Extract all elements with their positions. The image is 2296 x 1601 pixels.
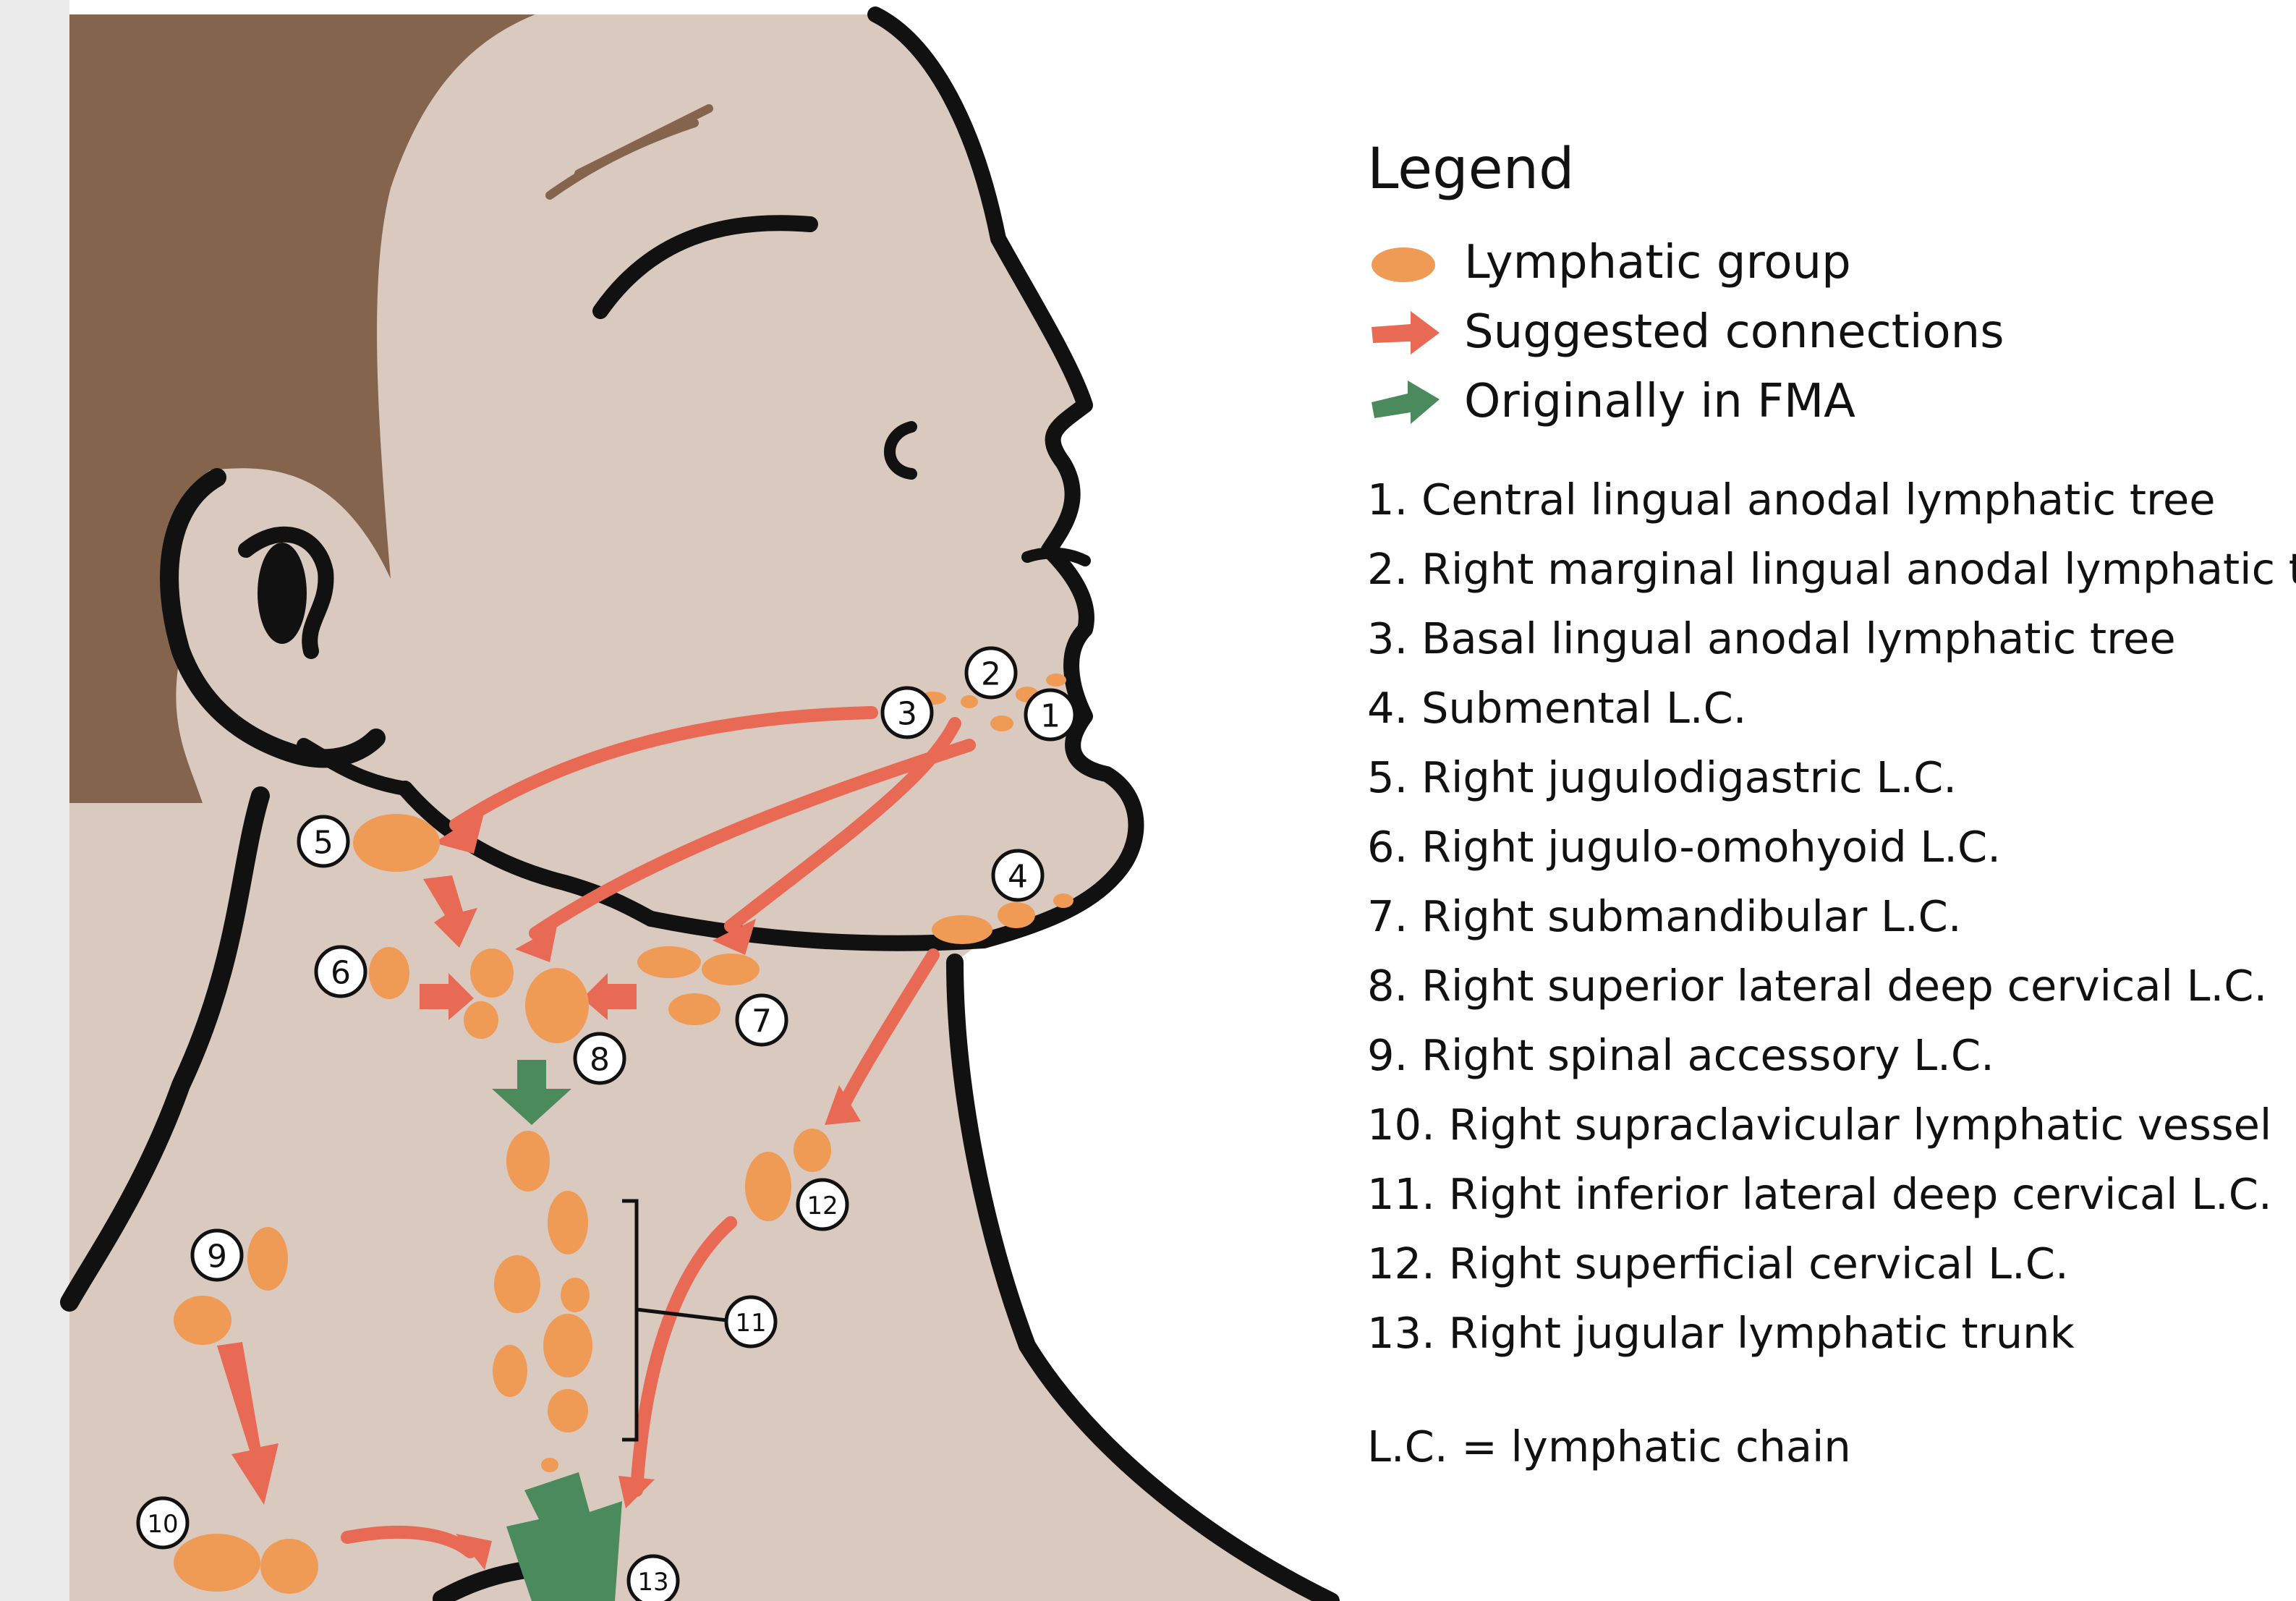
legend-footnote: L.C. = lymphatic chain bbox=[1367, 1422, 2279, 1472]
lymph-node-group-4 bbox=[932, 915, 992, 944]
label-number-5: 5 bbox=[313, 825, 333, 862]
lymph-node-group-11 bbox=[561, 1278, 590, 1312]
lymph-node-group-7 bbox=[702, 954, 760, 985]
lymph-node-group-6 bbox=[369, 947, 409, 999]
legend-entry: 10. Right supraclavicular lymphatic vess… bbox=[1367, 1090, 2279, 1160]
legend-key-label: Originally in FMA bbox=[1464, 375, 1855, 428]
lymph-node-group-10 bbox=[260, 1539, 318, 1594]
label-number-8: 8 bbox=[590, 1042, 610, 1079]
label-number-7: 7 bbox=[752, 1003, 772, 1040]
lymph-node-group-8 bbox=[525, 968, 589, 1043]
lymph-node-group-12 bbox=[745, 1152, 791, 1221]
lymph-node-group-7 bbox=[668, 993, 720, 1025]
lymph-node-group-11 bbox=[548, 1191, 588, 1254]
lymph-node-group-11 bbox=[506, 1131, 550, 1192]
label-number-3: 3 bbox=[897, 696, 917, 733]
legend-key-suggested-connections: Suggested connections bbox=[1367, 297, 2279, 367]
red-arrow-icon bbox=[1367, 307, 1447, 357]
legend-entry: 4. Submental L.C. bbox=[1367, 674, 2279, 743]
lymph-node-group-11 bbox=[543, 1314, 592, 1377]
legend-entry: 7. Right submandibular L.C. bbox=[1367, 882, 2279, 951]
lymph-node-group-11 bbox=[548, 1389, 588, 1432]
legend-entry: 5. Right jugulodigastric L.C. bbox=[1367, 743, 2279, 812]
lymph-node-group-1 bbox=[990, 715, 1013, 731]
lymph-node-group-9 bbox=[247, 1227, 288, 1291]
legend-key-label: Suggested connections bbox=[1464, 305, 2004, 359]
lymph-node-group-12 bbox=[794, 1129, 831, 1172]
legend-entry: 3. Basal lingual anodal lymphatic tree bbox=[1367, 604, 2279, 674]
label-number-10: 10 bbox=[147, 1510, 178, 1539]
legend-entry: 11. Right inferior lateral deep cervical… bbox=[1367, 1160, 2279, 1229]
legend-key-label: Lymphatic group bbox=[1464, 236, 1851, 289]
lymph-node-group-11 bbox=[494, 1255, 540, 1313]
lymph-node-group-2 bbox=[1046, 674, 1066, 687]
lymph-node-group-2 bbox=[961, 695, 978, 708]
legend-entry: 1. Central lingual anodal lymphatic tree bbox=[1367, 465, 2279, 535]
lymph-node-group-11 bbox=[541, 1458, 558, 1472]
label-number-1: 1 bbox=[1040, 698, 1060, 735]
ear-canal bbox=[258, 543, 307, 644]
legend-entries: 1. Central lingual anodal lymphatic tree… bbox=[1367, 465, 2279, 1368]
legend-entry: 8. Right superior lateral deep cervical … bbox=[1367, 951, 2279, 1021]
legend-entry: 12. Right superficial cervical L.C. bbox=[1367, 1229, 2279, 1299]
legend-entry: 9. Right spinal accessory L.C. bbox=[1367, 1021, 2279, 1090]
lymph-node-group-10 bbox=[174, 1534, 260, 1592]
label-number-6: 6 bbox=[331, 955, 351, 992]
label-number-12: 12 bbox=[807, 1192, 838, 1220]
green-arrow-icon bbox=[1367, 376, 1447, 427]
orange-oval-icon bbox=[1367, 237, 1447, 288]
legend-title: Legend bbox=[1367, 141, 2279, 198]
label-number-11: 11 bbox=[735, 1309, 766, 1338]
lymph-node-group-6 bbox=[464, 1001, 498, 1039]
legend-key-originally-in-fma: Originally in FMA bbox=[1367, 367, 2279, 436]
legend-entry: 6. Right jugulo-omohyoid L.C. bbox=[1367, 812, 2279, 882]
lymph-node-group-5 bbox=[353, 814, 440, 872]
legend-entry: 2. Right marginal lingual anodal lymphat… bbox=[1367, 535, 2279, 604]
legend-entry: 13. Right jugular lymphatic trunk bbox=[1367, 1299, 2279, 1368]
lymph-node-group-4 bbox=[1053, 893, 1073, 908]
label-number-13: 13 bbox=[637, 1568, 668, 1597]
lymph-node-group-7 bbox=[637, 946, 701, 978]
lymph-node-group-4 bbox=[998, 902, 1035, 928]
legend-key-lymphatic-group: Lymphatic group bbox=[1367, 228, 2279, 297]
lymph-node-group-6 bbox=[470, 948, 514, 998]
label-number-4: 4 bbox=[1008, 859, 1028, 896]
label-number-2: 2 bbox=[981, 656, 1001, 693]
lymph-node-group-11 bbox=[493, 1345, 527, 1397]
label-number-9: 9 bbox=[207, 1239, 227, 1275]
legend: Legend Lymphatic group Suggested connect… bbox=[1367, 141, 2279, 1472]
lymph-node-group-9 bbox=[174, 1296, 231, 1345]
